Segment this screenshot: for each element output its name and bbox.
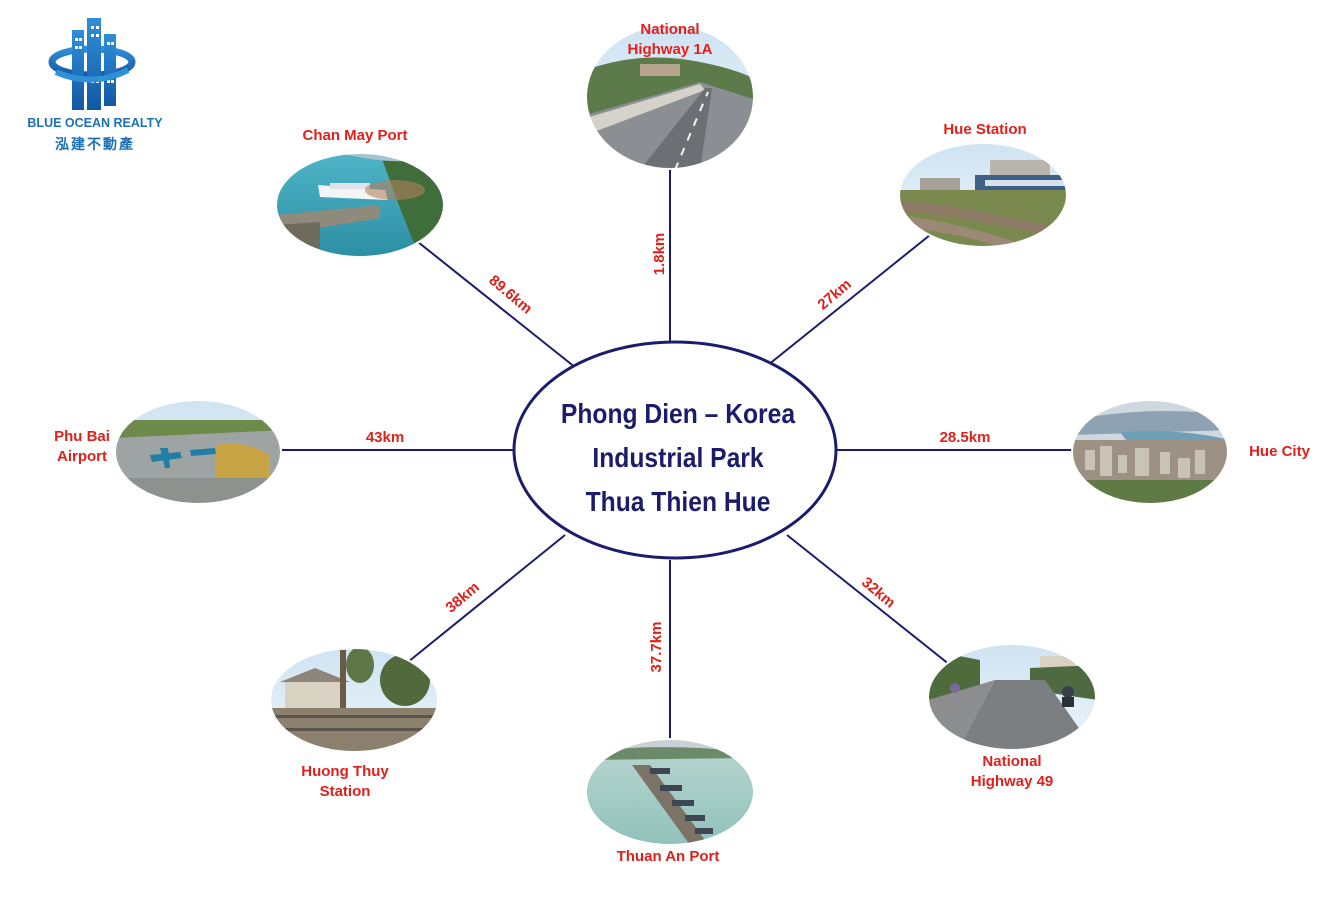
brand-subtitle: 泓建不動產 (55, 136, 135, 152)
center-title-line-3: Thua Thien Hue (585, 486, 771, 517)
distance-hue-city: 28.5km (939, 429, 991, 446)
connector-highway-49 (786, 534, 951, 666)
distance-phu-bai-airport: 43km (365, 429, 405, 446)
connector-chan-may-port (417, 241, 577, 369)
photo-phu-bai-airport (115, 400, 281, 504)
connector-hue-station (767, 234, 931, 366)
connector-lines (282, 169, 1072, 740)
brand-logo-icon (48, 18, 136, 110)
photo-highway-49 (928, 644, 1096, 750)
photo-chan-may-port (276, 153, 444, 257)
photo-highway-1a (586, 25, 754, 169)
label-thuan-an-port: Thuan An Port (616, 848, 720, 865)
distance-thuan-an-port: 37.7km (648, 621, 665, 673)
label-hue-city: Hue City (1249, 443, 1310, 460)
label-highway-1a: National Highway 1A (627, 21, 713, 58)
center-title-line-1: Phong Dien – Korea (560, 398, 796, 429)
center-title: Phong Dien – Korea Industrial Park Thua … (537, 392, 819, 524)
brand-name: BLUE OCEAN REALTY (27, 116, 163, 130)
label-hue-station: Hue Station (943, 121, 1027, 138)
photo-hue-station (899, 143, 1067, 247)
distance-highway-1a: 1.8km (651, 232, 668, 276)
label-phu-bai-airport: Phu Bai Airport (54, 428, 110, 465)
connector-huong-thuy-station (407, 534, 566, 663)
center-title-line-2: Industrial Park (592, 442, 764, 473)
label-huong-thuy-station: Huong Thuy Station (301, 763, 389, 800)
label-highway-49: National Highway 49 (970, 753, 1054, 790)
center-ellipse (512, 340, 838, 560)
label-chan-may-port: Chan May Port (302, 127, 408, 144)
